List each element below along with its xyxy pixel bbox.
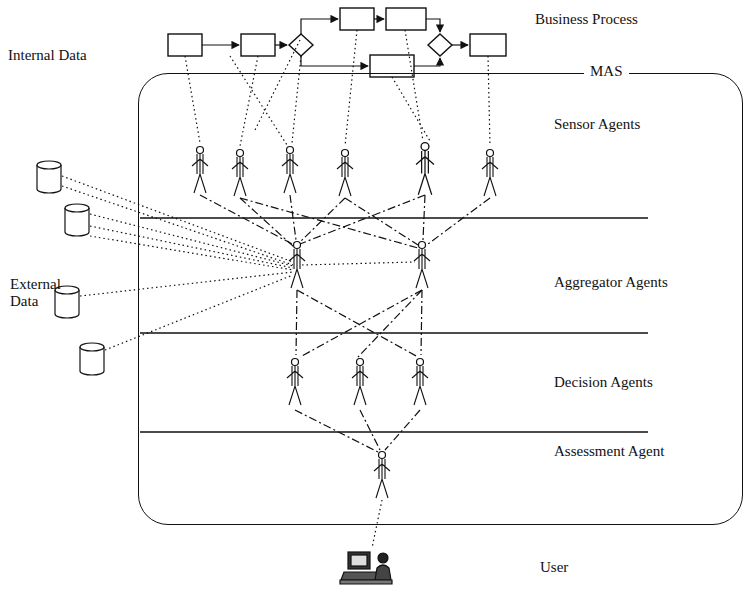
person-head [378, 553, 388, 563]
agent-links [200, 195, 490, 452]
mas-boundary: MASSensor AgentsAggregator AgentsDecisio… [138, 73, 743, 525]
layer-line [140, 332, 648, 333]
dotted-line [345, 30, 357, 146]
dotted-line [488, 56, 490, 146]
user-label: User [540, 559, 568, 576]
dotted-line [62, 186, 293, 265]
agent-link [300, 290, 422, 357]
layer-separators [140, 218, 648, 432]
sensor-agent [482, 150, 498, 197]
dotted-line [240, 56, 258, 146]
dotted-line [80, 272, 293, 296]
dotted-line [292, 56, 301, 143]
sensor-agent [337, 150, 353, 197]
process-box [241, 34, 275, 56]
data-label: Internal Data [8, 47, 87, 64]
aggregator-agent [414, 242, 430, 289]
decision-diamond [428, 34, 452, 56]
process-box [386, 8, 426, 30]
databases [37, 161, 104, 375]
agent-link [200, 195, 294, 245]
agent-link [358, 290, 422, 357]
dotted-line [90, 214, 293, 266]
process-arrow [374, 18, 384, 19]
layer-label: Sensor Agents [554, 116, 640, 133]
agent-link [297, 290, 418, 357]
process-arrow [414, 58, 440, 66]
agent-link [385, 410, 420, 450]
process-arrow [426, 19, 440, 32]
agent-layer: Decision Agents [139, 334, 739, 433]
business-process [168, 8, 506, 77]
layer-line [140, 217, 648, 218]
layer-label: Decision Agents [554, 374, 653, 391]
database-cylinder [80, 343, 104, 375]
decision-diamond [289, 34, 313, 56]
database-cylinder [65, 204, 89, 236]
layer-label: Assessment Agent [554, 443, 664, 460]
sensor-agent [282, 147, 298, 194]
agent-link [428, 198, 490, 244]
process-arrow [301, 56, 368, 66]
dotted-line [185, 56, 200, 143]
dotted-line [105, 275, 293, 350]
process-arrows [202, 19, 468, 66]
assessment-agent [374, 452, 390, 499]
decision-agent [352, 359, 368, 406]
sensor-agent [416, 143, 434, 195]
aggregator-agent [289, 242, 305, 289]
dotted-line [255, 40, 300, 130]
agent-link [240, 198, 418, 248]
layer-line [140, 431, 648, 432]
agents [192, 143, 498, 498]
process-arrow [275, 44, 287, 45]
sensor-agent [232, 150, 248, 197]
agent-link [300, 195, 425, 244]
agent-link [360, 410, 380, 450]
database-cylinder [37, 161, 61, 193]
agent-layer: Aggregator Agents [139, 219, 739, 334]
process-arrow [202, 44, 239, 45]
agent-layer: Assessment Agent [139, 433, 739, 523]
agent-link [345, 198, 418, 245]
process-arrow [452, 44, 468, 45]
dotted-line [392, 77, 430, 141]
dotted-line [302, 262, 415, 265]
process-box [340, 8, 374, 30]
decision-agent [287, 359, 303, 406]
data-links [62, 176, 415, 548]
dotted-line [90, 226, 293, 268]
dotted-line [230, 56, 287, 145]
agent-link [300, 198, 345, 242]
dotted-line [90, 236, 293, 270]
keyboard [341, 572, 379, 580]
agent-link [290, 195, 296, 240]
person-body [375, 565, 391, 580]
monitor [348, 552, 370, 569]
screen [351, 555, 367, 566]
desk [340, 580, 392, 584]
dotted-line [62, 176, 293, 262]
agent-link [295, 410, 378, 452]
system-label: MAS [584, 63, 629, 80]
layer-label: Aggregator Agents [554, 274, 668, 291]
agent-layer: Sensor Agents [139, 74, 739, 219]
process-box [168, 34, 202, 56]
data-label: External Data [10, 276, 72, 311]
dotted-line [372, 500, 382, 548]
user-icon [340, 552, 392, 584]
agent-link [421, 290, 422, 355]
process-arrow [301, 19, 338, 34]
process-box [470, 34, 506, 56]
decision-agent [412, 359, 428, 406]
agent-link [296, 290, 297, 355]
sensor-agent [192, 147, 208, 194]
agent-link [423, 195, 425, 240]
process-label: Business Process [535, 11, 638, 28]
process-links [185, 30, 490, 146]
